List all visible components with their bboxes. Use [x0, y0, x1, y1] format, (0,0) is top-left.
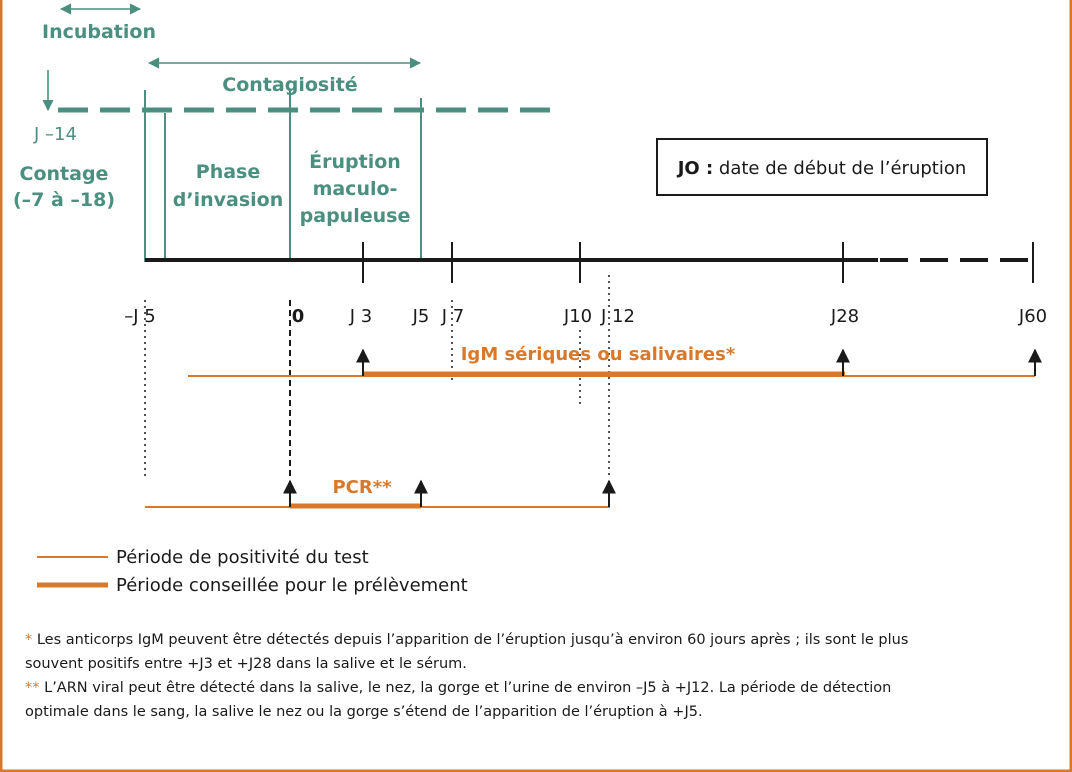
contage-range-label: (–7 à –18)	[13, 189, 115, 211]
incubation-label: Incubation	[42, 21, 156, 43]
j-minus-14-label: J –14	[33, 124, 77, 145]
contage-label: Contage	[20, 163, 109, 185]
legend-thin-label: Période de positivité du test	[116, 547, 369, 568]
tick-label-j60: J60	[1018, 306, 1047, 327]
footnote-1-text: Les anticorps IgM peuvent être détectés …	[32, 632, 908, 648]
footnote-1-marker: *	[25, 632, 32, 648]
tick-label-j3: J 3	[349, 306, 372, 327]
eruption-label-line3: papuleuse	[300, 205, 411, 227]
tick-label-j5: J5	[412, 306, 430, 327]
tick-label-0: 0	[292, 306, 305, 327]
contagiosite-label: Contagiosité	[222, 74, 357, 96]
tick-label-j12: J 12	[600, 306, 635, 327]
legend-thick-label: Période conseillée pour le prélèvement	[116, 575, 468, 596]
footnote-1-line-2: souvent positifs entre +J3 et +J28 dans …	[25, 656, 467, 672]
footnote-1-line-1: * Les anticorps IgM peuvent être détecté…	[25, 632, 908, 648]
phase-label-line2: d’invasion	[173, 189, 283, 211]
footnote-2-line-2: optimale dans le sang, la salive le nez …	[25, 704, 703, 720]
footnote-2-text: L’ARN viral peut être détecté dans la sa…	[40, 680, 892, 696]
jo-definition: date de début de l’éruption	[713, 158, 966, 179]
eruption-label-line1: Éruption	[309, 150, 401, 173]
igm-label: IgM sériques ou salivaires*	[461, 344, 736, 365]
tick-label-j10: J10	[563, 306, 592, 327]
footnote-2-marker: **	[25, 680, 40, 696]
footnote-2-line-1: ** L’ARN viral peut être détecté dans la…	[25, 680, 891, 696]
tick-label-j7: J 7	[441, 306, 464, 327]
pcr-label: PCR**	[332, 477, 392, 498]
jo-term: JO :	[676, 158, 713, 179]
tick-label-j-minus-5: –J 5	[124, 306, 155, 327]
phase-label-line1: Phase	[196, 161, 260, 183]
jo-definition-text: JO : date de début de l’éruption	[676, 158, 967, 179]
tick-label-j28: J28	[830, 306, 859, 327]
eruption-label-line2: maculo-	[313, 178, 398, 200]
jo-definition-box	[656, 138, 988, 196]
